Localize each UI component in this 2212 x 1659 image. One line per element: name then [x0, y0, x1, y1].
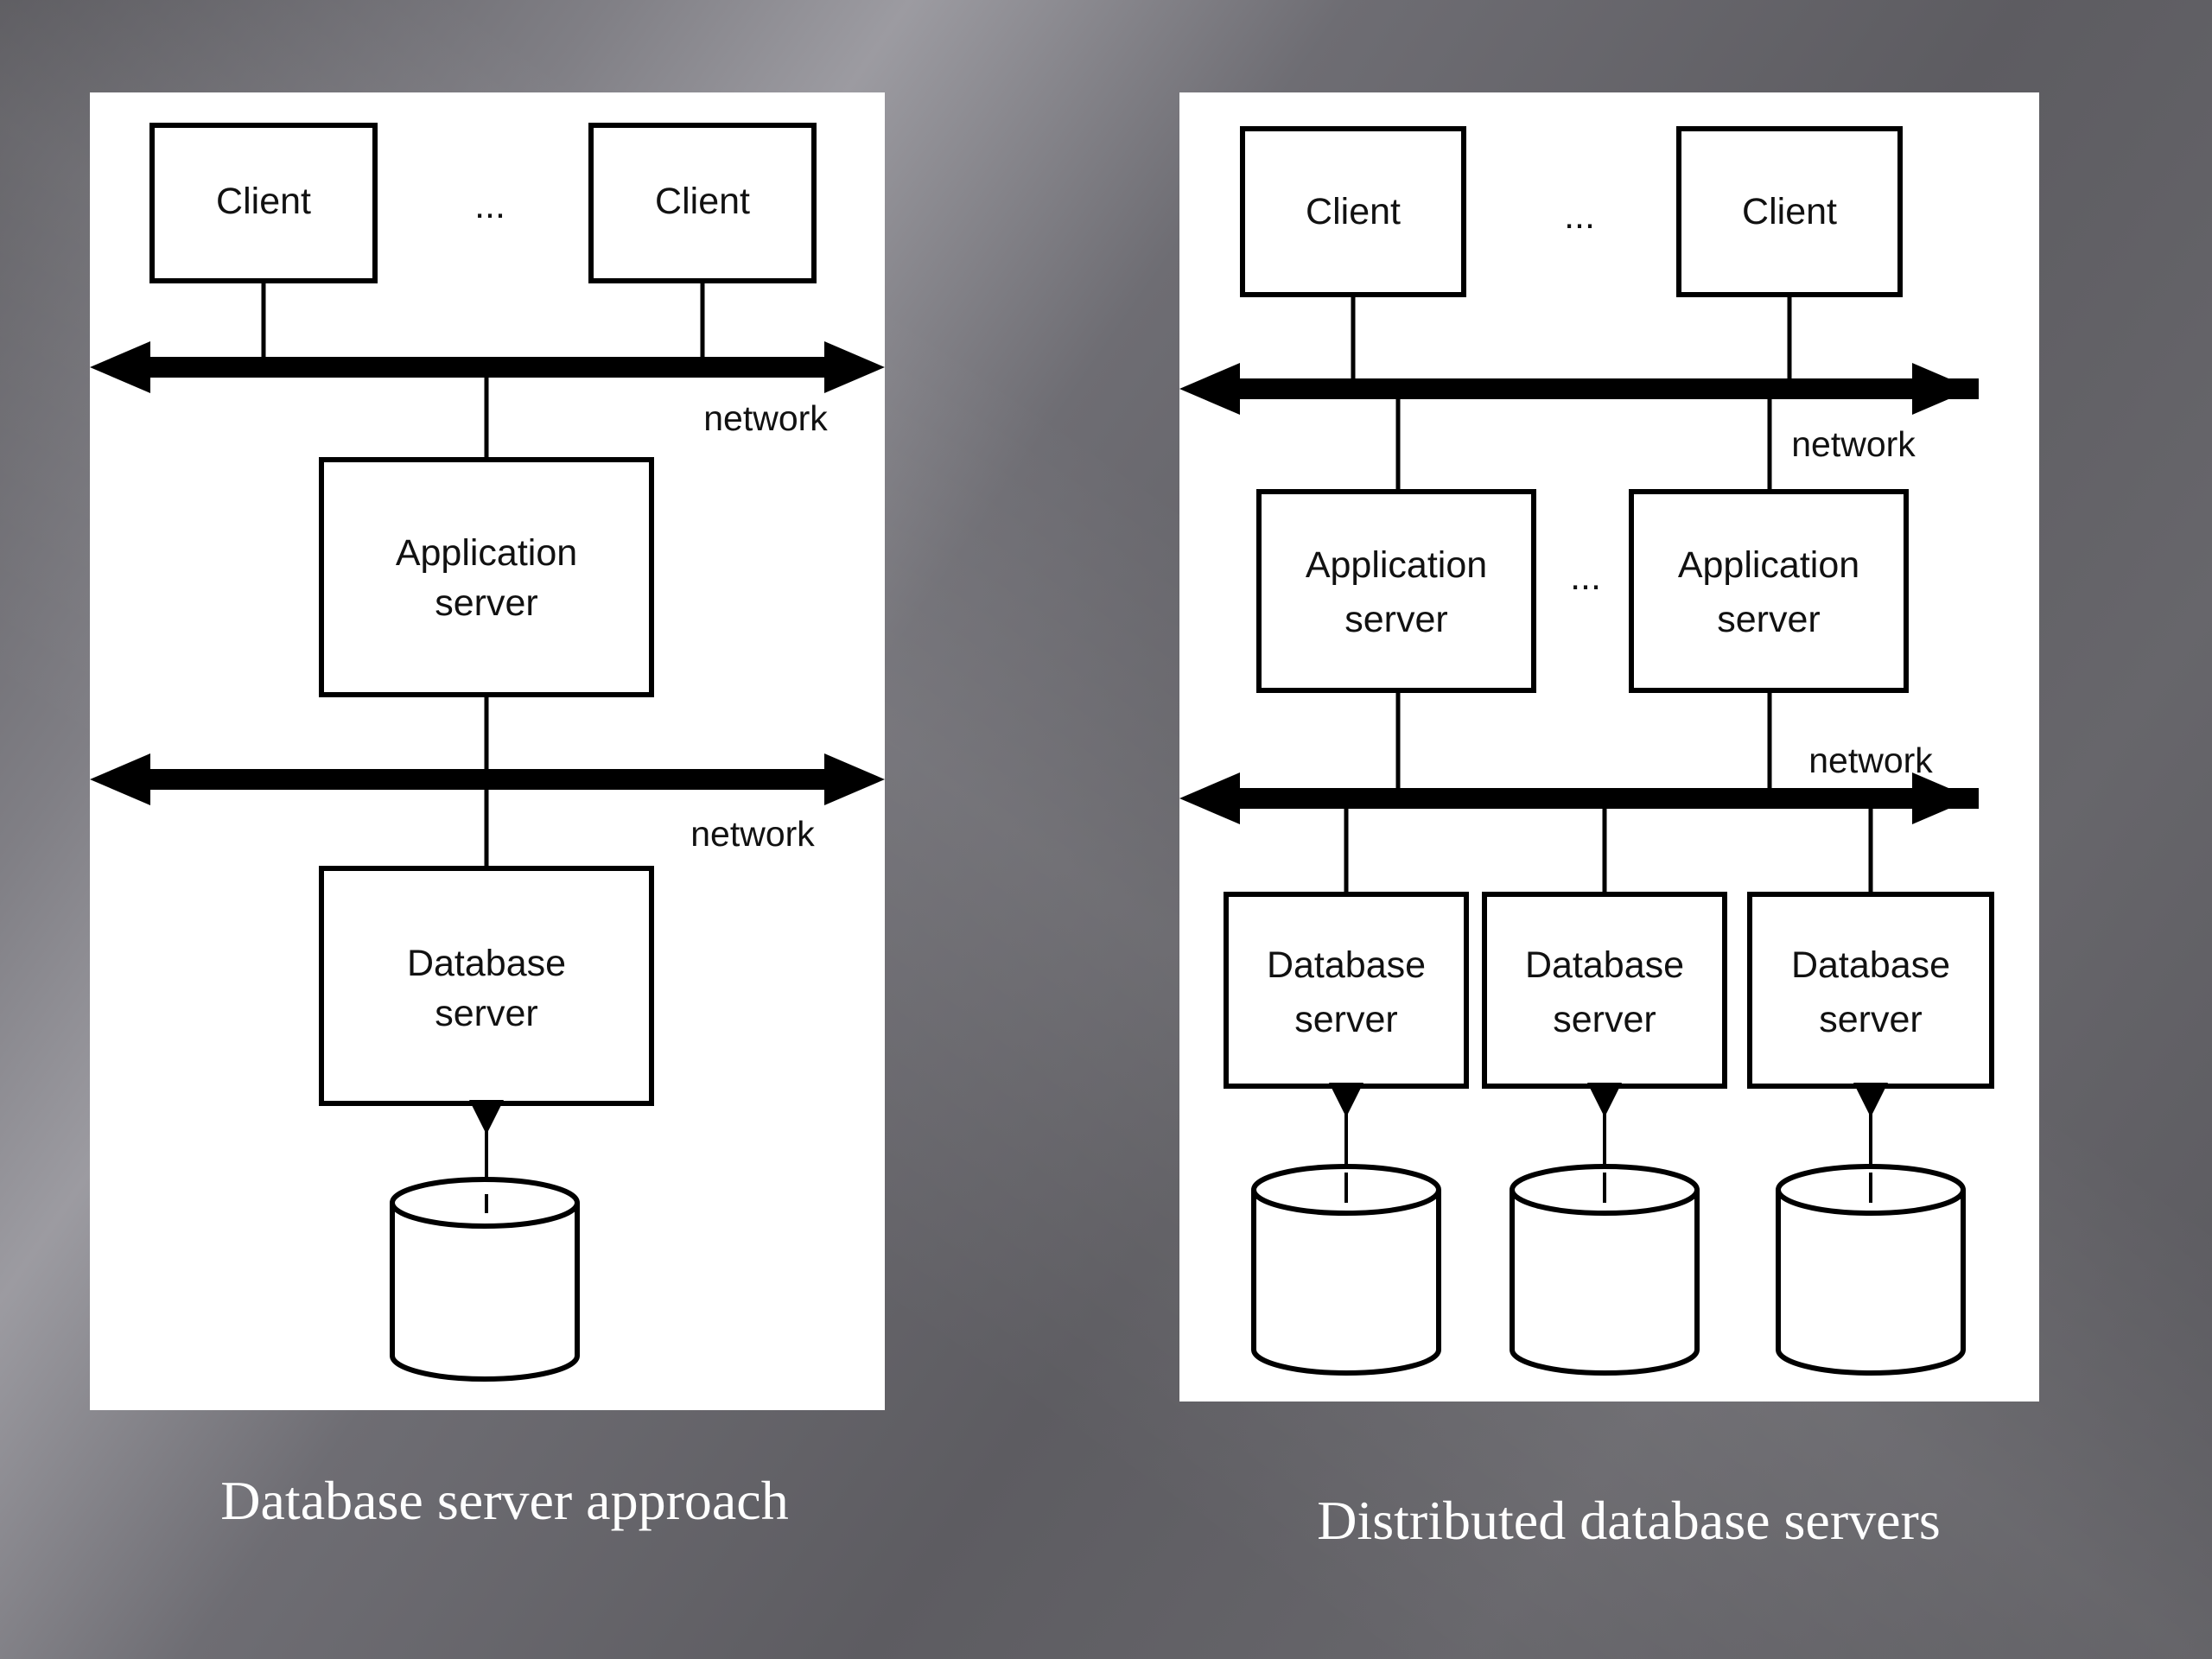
client-label: Client: [216, 181, 311, 222]
application-server-box: Application server: [319, 457, 654, 697]
network-label: network: [690, 814, 815, 854]
network-bus-2: [1179, 772, 1979, 824]
app-server-label-line1: Application: [396, 532, 577, 574]
db-server-label-line1: Database: [1525, 944, 1684, 986]
app-server-label-line1: Application: [1678, 544, 1859, 586]
database-server-approach-diagram: Client ... Client network Application se…: [90, 92, 885, 1410]
diagram-caption-left: Database server approach: [220, 1470, 789, 1531]
client-label: Client: [1742, 191, 1837, 232]
database-cylinder-icon: [390, 1177, 580, 1382]
database-server-box: Database server: [319, 866, 654, 1106]
db-server-label-line1: Database: [407, 943, 566, 984]
application-server-box-1: Application server: [1256, 489, 1536, 693]
db-server-label-line1: Database: [1267, 944, 1426, 986]
client-box-2: Client: [588, 123, 817, 283]
database-server-box-2: Database server: [1482, 892, 1727, 1089]
client-box-1: Client: [1240, 126, 1466, 297]
ellipsis: ...: [1564, 195, 1595, 237]
app-server-label-line1: Application: [1306, 544, 1487, 586]
ellipsis: ...: [1570, 556, 1601, 598]
database-server-box-3: Database server: [1747, 892, 1994, 1089]
client-box-1: Client: [149, 123, 378, 283]
network-bus-1: [90, 341, 885, 393]
app-server-label-line2: server: [1717, 599, 1820, 640]
application-server-box-2: Application server: [1629, 489, 1909, 693]
database-server-box-1: Database server: [1224, 892, 1469, 1089]
network-label: network: [1791, 424, 1916, 464]
ellipsis: ...: [474, 185, 505, 226]
client-label: Client: [1306, 191, 1401, 232]
network-label: network: [1808, 741, 1933, 780]
db-server-label-line2: server: [1819, 999, 1922, 1040]
app-server-label-line2: server: [1344, 599, 1447, 640]
network-bus-1: [1179, 363, 1979, 415]
db-server-label-line2: server: [1294, 999, 1397, 1040]
network-label: network: [703, 398, 828, 438]
db-server-label-line2: server: [1553, 999, 1656, 1040]
client-box-2: Client: [1676, 126, 1903, 297]
diagram-caption-right: Distributed database servers: [1317, 1490, 1941, 1551]
client-label: Client: [655, 181, 750, 222]
distributed-database-servers-diagram: Client ... Client network Application se…: [1179, 92, 2039, 1402]
app-server-label-line2: server: [435, 582, 537, 624]
db-server-label-line1: Database: [1791, 944, 1950, 986]
db-server-label-line2: server: [435, 993, 537, 1034]
network-bus-2: [90, 753, 885, 805]
